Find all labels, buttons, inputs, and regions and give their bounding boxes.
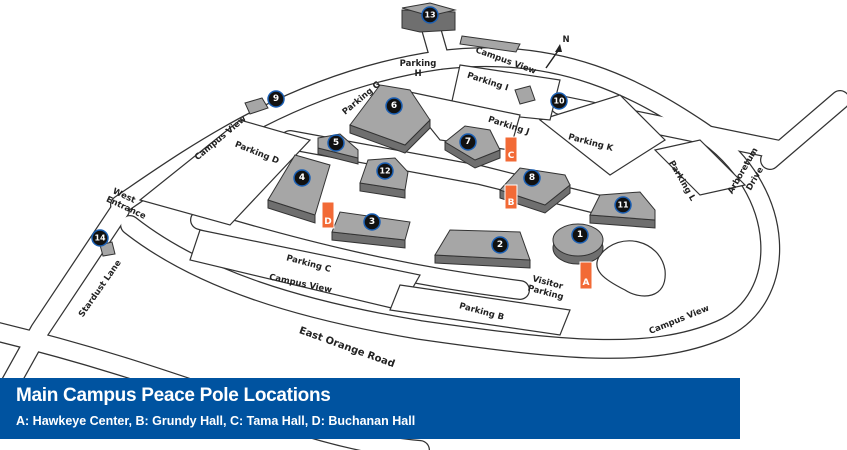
building-marker-11[interactable]: 11 bbox=[614, 196, 632, 214]
building-markers: 1 2 3 4 5 6 7 8 9 10 11 12 13 14 bbox=[91, 6, 632, 254]
north-arrow-icon: N bbox=[545, 35, 570, 69]
svg-text:3: 3 bbox=[369, 217, 375, 227]
building-marker-4[interactable]: 4 bbox=[293, 169, 311, 187]
parking-lots bbox=[138, 64, 747, 336]
svg-text:D: D bbox=[324, 217, 331, 227]
svg-text:13: 13 bbox=[424, 11, 435, 20]
svg-text:C: C bbox=[508, 151, 515, 161]
svg-text:5: 5 bbox=[333, 138, 339, 148]
building-marker-5[interactable]: 5 bbox=[327, 134, 345, 152]
label-parking-h-letter: H bbox=[414, 69, 421, 79]
peace-pole-a[interactable]: A bbox=[579, 261, 593, 290]
building-marker-10[interactable]: 10 bbox=[550, 92, 568, 110]
page-title: Main Campus Peace Pole Locations bbox=[16, 385, 331, 406]
building-marker-1[interactable]: 1 bbox=[571, 226, 589, 244]
building-marker-14[interactable]: 14 bbox=[91, 229, 109, 247]
svg-text:B: B bbox=[508, 198, 515, 208]
svg-text:12: 12 bbox=[379, 167, 390, 176]
peace-pole-b[interactable]: B bbox=[504, 184, 518, 210]
svg-text:A: A bbox=[583, 278, 590, 288]
svg-text:1: 1 bbox=[577, 230, 583, 240]
svg-text:6: 6 bbox=[391, 101, 397, 111]
label-parking-h: Parking bbox=[400, 59, 437, 69]
svg-text:2: 2 bbox=[497, 240, 503, 250]
building-marker-8[interactable]: 8 bbox=[523, 169, 541, 187]
building-marker-12[interactable]: 12 bbox=[376, 162, 394, 180]
peace-pole-legend: A: Hawkeye Center, B: Grundy Hall, C: Ta… bbox=[16, 414, 416, 428]
svg-text:11: 11 bbox=[617, 201, 629, 210]
building-marker-3[interactable]: 3 bbox=[363, 213, 381, 231]
svg-text:N: N bbox=[562, 35, 569, 45]
peace-pole-d[interactable]: D bbox=[321, 201, 335, 229]
svg-text:10: 10 bbox=[553, 97, 565, 106]
svg-text:9: 9 bbox=[273, 94, 279, 104]
svg-text:7: 7 bbox=[465, 137, 471, 147]
building-marker-13[interactable]: 13 bbox=[421, 6, 439, 24]
building-marker-2[interactable]: 2 bbox=[491, 236, 509, 254]
svg-text:14: 14 bbox=[94, 234, 106, 243]
building-marker-6[interactable]: 6 bbox=[385, 97, 403, 115]
building-marker-7[interactable]: 7 bbox=[459, 133, 477, 151]
svg-text:8: 8 bbox=[529, 173, 535, 183]
building-marker-9[interactable]: 9 bbox=[267, 90, 285, 108]
peace-pole-c[interactable]: C bbox=[504, 136, 518, 163]
title-banner: Main Campus Peace Pole Locations A: Hawk… bbox=[0, 378, 740, 439]
peace-pole-markers: A B C D bbox=[321, 136, 593, 290]
svg-text:4: 4 bbox=[299, 173, 305, 183]
